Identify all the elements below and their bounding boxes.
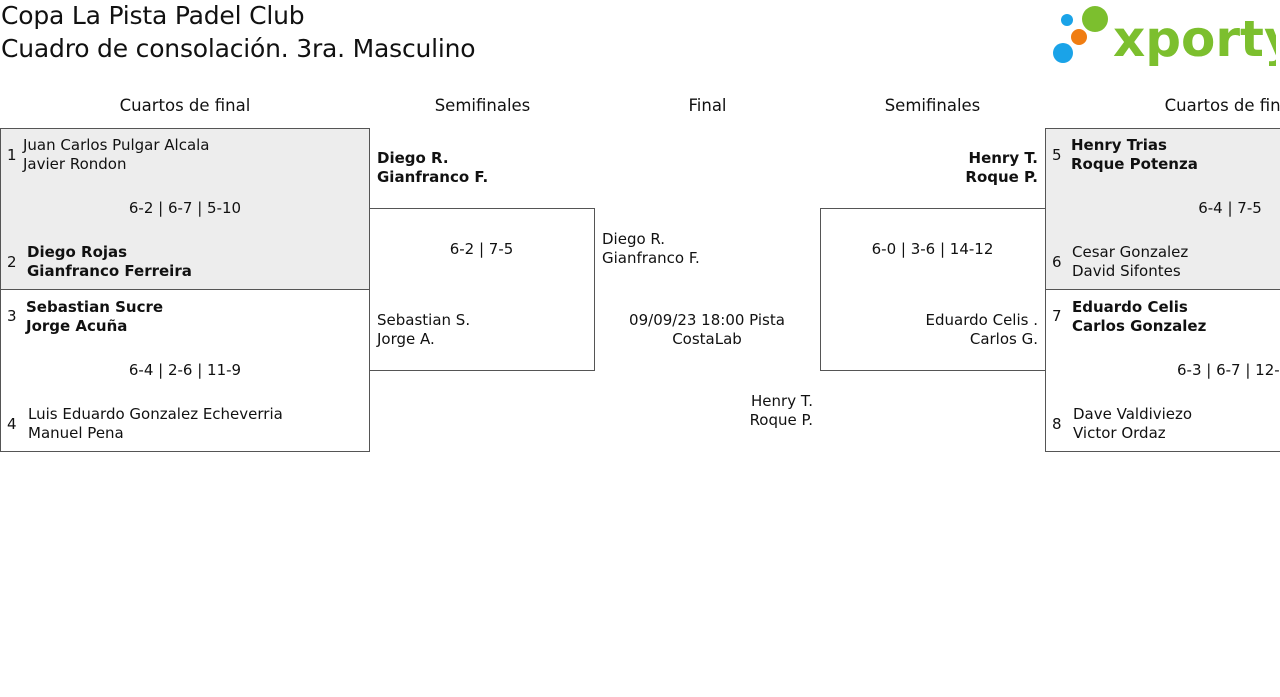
team-player: Diego R. — [602, 230, 666, 248]
column-final: Final — [688, 96, 727, 115]
team-player: Luis Eduardo Gonzalez Echeverria — [28, 405, 283, 423]
seed-number: 2 — [7, 253, 17, 271]
match-score: 6-4 | 7-5 — [1198, 199, 1262, 217]
team-player-winner: Roque P. — [965, 168, 1038, 186]
match-score: 6-2 | 7-5 — [449, 240, 514, 258]
team-player: Eduardo Celis . — [925, 311, 1038, 329]
team-player: Henry T. — [751, 392, 813, 410]
right-qf-match-2[interactable] — [1045, 289, 1280, 452]
match-score: 6-2 | 6-7 | 5-10 — [128, 199, 242, 217]
team-player: Carlos G. — [969, 330, 1038, 348]
team-player-winner: Henry T. — [968, 149, 1038, 167]
column-left-quarterfinals: Cuartos de final — [119, 96, 251, 115]
team-player: Roque P. — [749, 411, 813, 429]
xporty-logo[interactable]: xporty — [1050, 4, 1280, 68]
seed-number: 7 — [1052, 307, 1062, 325]
team-player-winner: Gianfranco F. — [377, 168, 489, 186]
column-right-semifinals: Semifinales — [884, 96, 981, 115]
team-player-winner: Roque Potenza — [1071, 155, 1198, 173]
team-player: Javier Rondon — [23, 155, 127, 173]
team-player-winner: Eduardo Celis — [1072, 298, 1188, 316]
seed-number: 3 — [7, 307, 17, 325]
column-left-semifinals: Semifinales — [434, 96, 531, 115]
logo-text: xporty — [1113, 10, 1276, 66]
match-score: 6-4 | 2-6 | 11-9 — [128, 361, 242, 379]
seed-number: 5 — [1052, 146, 1062, 164]
final-schedule: 09/09/23 18:00 Pista CostaLab — [629, 311, 785, 348]
team-player: Sebastian S. — [377, 311, 471, 329]
match-score: 6-0 | 3-6 | 14-12 — [871, 240, 994, 258]
team-player: Juan Carlos Pulgar Alcala — [23, 136, 210, 154]
team-player-winner: Jorge Acuña — [26, 317, 128, 335]
team-player: Cesar Gonzalez — [1072, 243, 1189, 261]
team-player-winner: Carlos Gonzalez — [1072, 317, 1207, 335]
left-qf-match-1[interactable] — [0, 128, 370, 290]
xporty-logo-mark: xporty — [1053, 6, 1280, 68]
team-player-winner: Sebastian Sucre — [26, 298, 164, 316]
team-player: Dave Valdiviezo — [1073, 405, 1193, 423]
column-right-quarterfinals: Cuartos de final — [1164, 96, 1280, 115]
seed-number: 6 — [1052, 253, 1062, 271]
team-player: Gianfranco F. — [602, 249, 700, 267]
team-player: Victor Ordaz — [1073, 424, 1166, 442]
team-player-winner: Henry Trias — [1071, 136, 1167, 154]
team-player: Jorge A. — [377, 330, 435, 348]
seed-number: 1 — [7, 146, 17, 164]
left-sf-match[interactable] — [369, 208, 595, 371]
seed-number: 4 — [7, 415, 17, 433]
team-player: David Sifontes — [1072, 262, 1181, 280]
right-qf-match-1[interactable] — [1045, 128, 1280, 290]
team-player-winner: Diego R. — [377, 149, 449, 167]
draw-subtitle: Cuadro de consolación. 3ra. Masculino — [1, 34, 476, 63]
team-player-winner: Diego Rojas — [27, 243, 128, 261]
tournament-title: Copa La Pista Padel Club — [1, 1, 305, 30]
seed-number: 8 — [1052, 415, 1062, 433]
team-player-winner: Gianfranco Ferreira — [27, 262, 192, 280]
team-player: Manuel Pena — [28, 424, 124, 442]
match-score: 6-3 | 6-7 | 12-10 — [1177, 361, 1280, 379]
